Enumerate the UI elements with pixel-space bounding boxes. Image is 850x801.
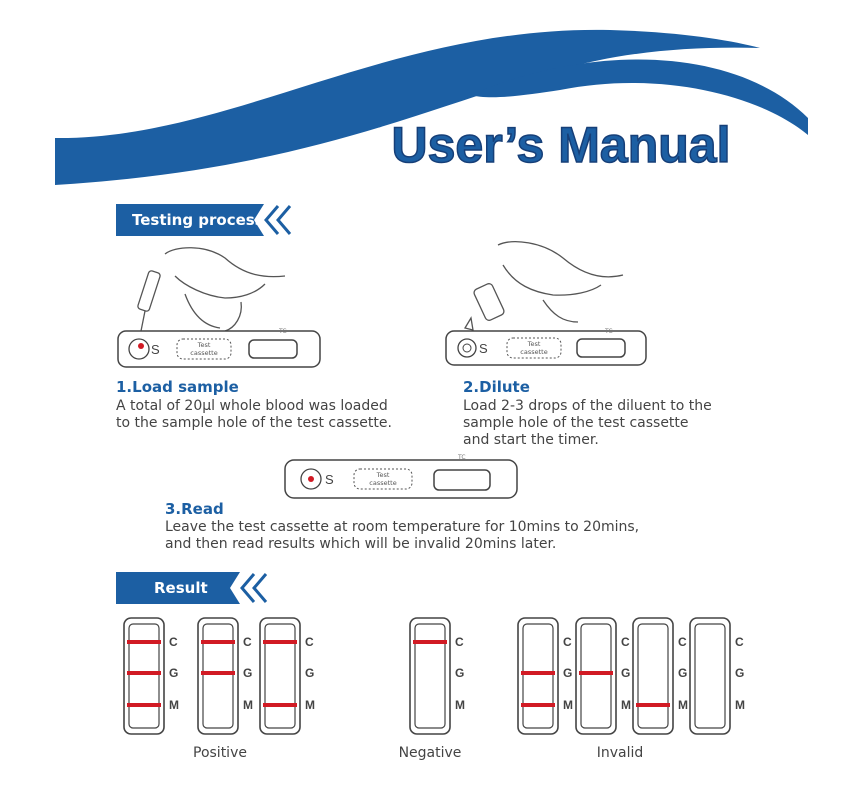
svg-text:S: S [151, 342, 160, 357]
invalid-strip-2-line-G [579, 671, 613, 675]
strip-label-G: G [563, 666, 572, 680]
positive-strip-3-line-M [263, 703, 297, 707]
svg-text:S: S [479, 341, 488, 356]
positive-strip-3: C G M [259, 617, 315, 735]
negative-strip-1-line-C [413, 640, 447, 644]
positive-strip-1-line-C [127, 640, 161, 644]
step-2-title: 2.Dilute [463, 378, 530, 396]
step-2-line-1: Load 2-3 drops of the diluent to the [463, 398, 712, 414]
step-2-line-2: sample hole of the test cassette [463, 415, 689, 431]
invalid-strip-1: C G M [517, 617, 573, 735]
result-banner: Result [116, 572, 268, 604]
wave-band-secondary [470, 59, 808, 135]
strip-label-M: M [678, 698, 688, 712]
result-label: Result [154, 579, 208, 597]
strip-label-C: C [735, 635, 744, 649]
invalid-strip-4: C G M [689, 617, 745, 735]
testing-process-label: Testing process [132, 211, 264, 229]
read-cassette-illustration: S Test cassette TC [284, 454, 518, 499]
dilute-illustration: S Test cassette TC [445, 241, 647, 366]
testing-process-banner: Testing process [116, 204, 292, 236]
strip-label-C: C [305, 635, 314, 649]
svg-text:Test: Test [376, 471, 390, 479]
svg-text:TC: TC [278, 328, 287, 335]
strip-label-C: C [455, 635, 464, 649]
svg-text:cassette: cassette [520, 348, 547, 356]
step-1-text: A total of 20μl whole blood was loaded t… [116, 398, 392, 432]
banner-shape [116, 204, 292, 236]
invalid-label: Invalid [596, 745, 644, 761]
strip-label-M: M [621, 698, 631, 712]
hand-with-dropper-icon [463, 241, 624, 331]
positive-strip-1: C G M [123, 617, 179, 735]
strip-label-M: M [735, 698, 745, 712]
step-3-line-2: and then read results which will be inva… [165, 536, 557, 552]
positive-strip-2-line-C [201, 640, 235, 644]
step-2-text: Load 2-3 drops of the diluent to the sam… [463, 398, 712, 449]
svg-text:Test: Test [527, 340, 541, 348]
invalid-strip-2: C G M [575, 617, 631, 735]
wave-band-primary [55, 29, 760, 185]
step-1-line-1: A total of 20μl whole blood was loaded [116, 398, 388, 414]
svg-text:TC: TC [457, 454, 466, 461]
strip-label-M: M [305, 698, 315, 712]
negative-label: Negative [398, 745, 462, 761]
strip-label-M: M [243, 698, 253, 712]
strip-label-G: G [243, 666, 252, 680]
svg-text:S: S [325, 472, 334, 487]
svg-text:cassette: cassette [190, 349, 217, 357]
strip-label-M: M [455, 698, 465, 712]
step-3-title: 3.Read [165, 500, 224, 518]
strip-label-G: G [678, 666, 687, 680]
svg-text:Test: Test [197, 341, 211, 349]
step-3-text: Leave the test cassette at room temperat… [165, 519, 639, 553]
header-wave-graphic: User’s Manual [55, 29, 808, 185]
positive-strip-2: C G M [197, 617, 253, 735]
strip-label-G: G [455, 666, 464, 680]
step-3-line-1: Leave the test cassette at room temperat… [165, 519, 640, 535]
strip-label-G: G [735, 666, 744, 680]
strip-label-C: C [621, 635, 630, 649]
load-sample-illustration: S Test cassette TC [117, 247, 321, 368]
strip-label-C: C [678, 635, 687, 649]
positive-strip-1-line-M [127, 703, 161, 707]
positive-strip-3-line-C [263, 640, 297, 644]
strip-label-G: G [169, 666, 178, 680]
strip-label-M: M [563, 698, 573, 712]
invalid-strip-3: C G M [632, 617, 688, 735]
strip-label-C: C [169, 635, 178, 649]
strip-label-C: C [243, 635, 252, 649]
cassette-2: S Test cassette TC [445, 328, 647, 366]
step-1-title: 1.Load sample [116, 378, 239, 396]
invalid-strip-3-line-M [636, 703, 670, 707]
result-strips: C G M C G M C G M C G M C G M C G M C G M C G M [123, 617, 745, 735]
invalid-strip-1-line-G [521, 671, 555, 675]
strip-label-C: C [563, 635, 572, 649]
banner-shape [116, 572, 268, 604]
page-title: User’s Manual [391, 117, 730, 173]
step-2-line-3: and start the timer. [463, 432, 599, 448]
svg-text:cassette: cassette [369, 479, 396, 487]
invalid-strip-1-line-M [521, 703, 555, 707]
step-1-line-2: to the sample hole of the test cassette. [116, 415, 392, 431]
strip-label-G: G [305, 666, 314, 680]
positive-strip-1-line-G [127, 671, 161, 675]
positive-label: Positive [193, 745, 247, 761]
hand-with-pipette-icon [137, 247, 286, 337]
strip-label-G: G [621, 666, 630, 680]
strip-label-M: M [169, 698, 179, 712]
positive-strip-2-line-G [201, 671, 235, 675]
negative-strip-1: C G M [409, 617, 465, 735]
svg-text:TC: TC [604, 328, 613, 335]
cassette-1: S Test cassette TC [117, 328, 321, 368]
